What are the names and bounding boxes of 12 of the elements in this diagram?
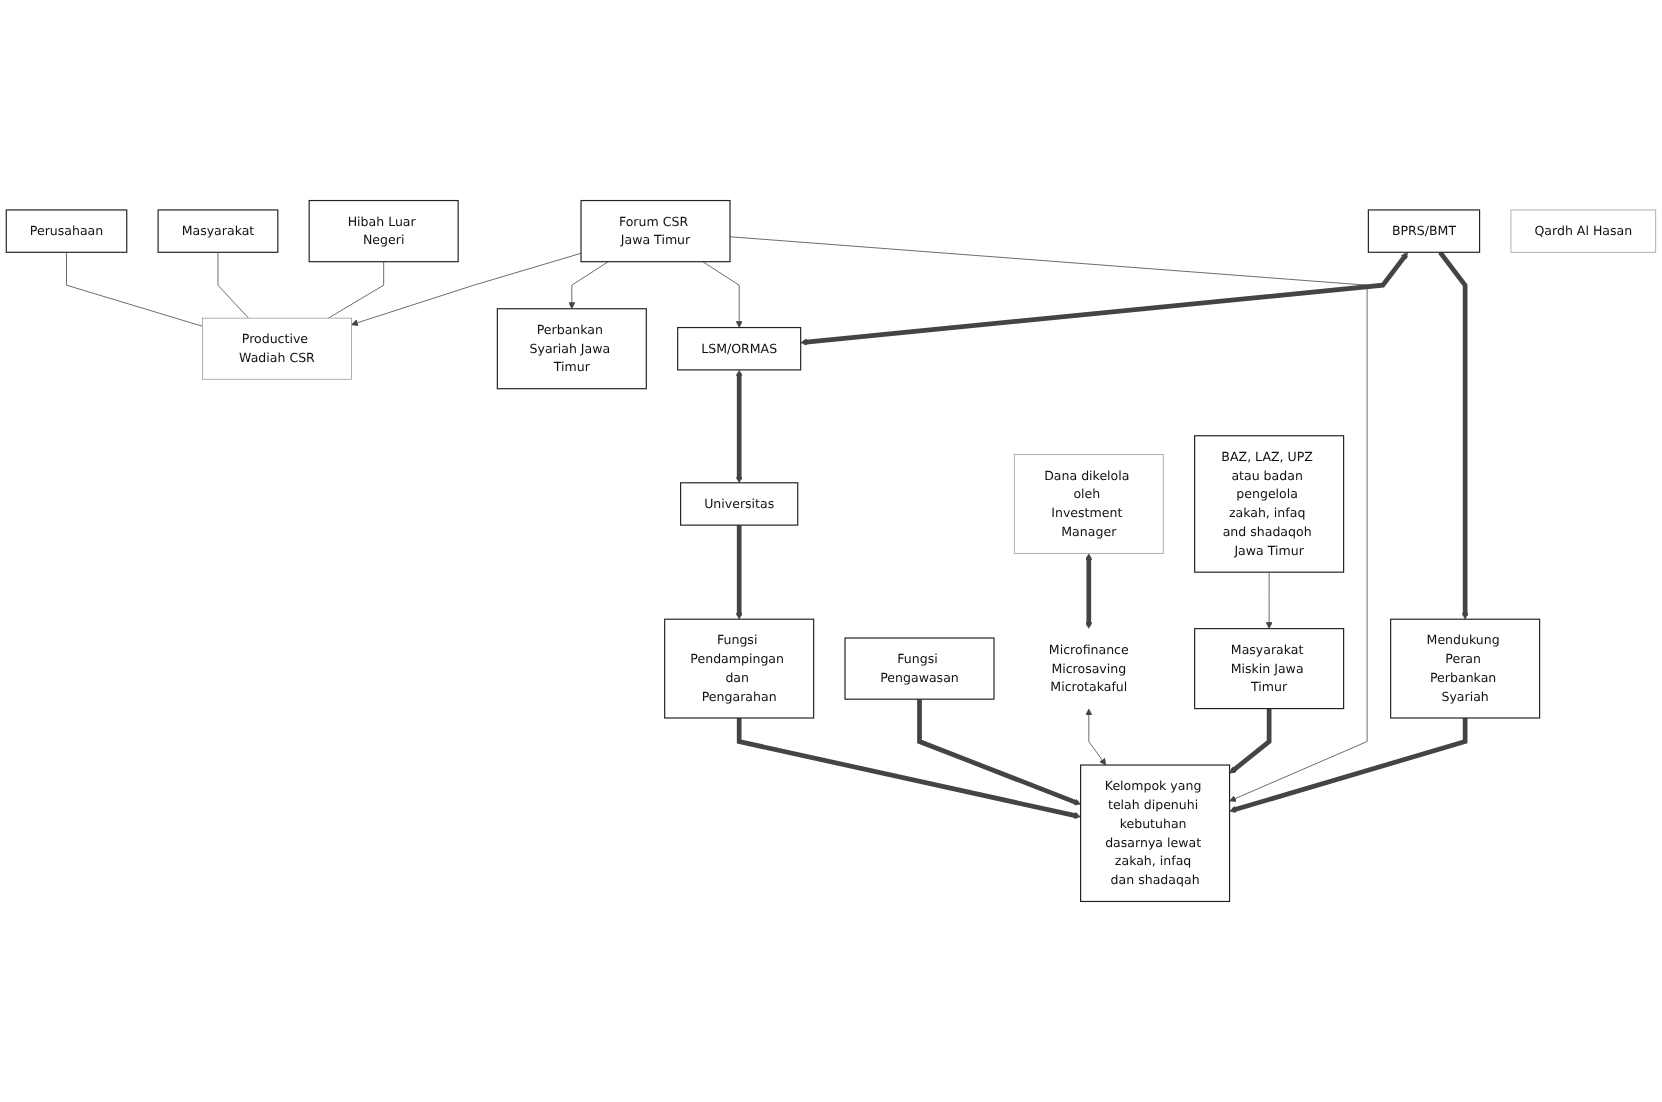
connector <box>66 251 203 327</box>
arrow <box>1229 708 1272 774</box>
arrow <box>1438 250 1469 620</box>
arrow <box>735 369 743 484</box>
arrow <box>1085 553 1093 629</box>
arrow <box>1229 718 1468 813</box>
arrow <box>735 525 743 620</box>
arrow <box>917 699 1081 806</box>
connector <box>327 261 385 319</box>
arrow <box>800 252 1408 346</box>
arrow <box>736 718 1081 819</box>
connector <box>217 251 249 319</box>
